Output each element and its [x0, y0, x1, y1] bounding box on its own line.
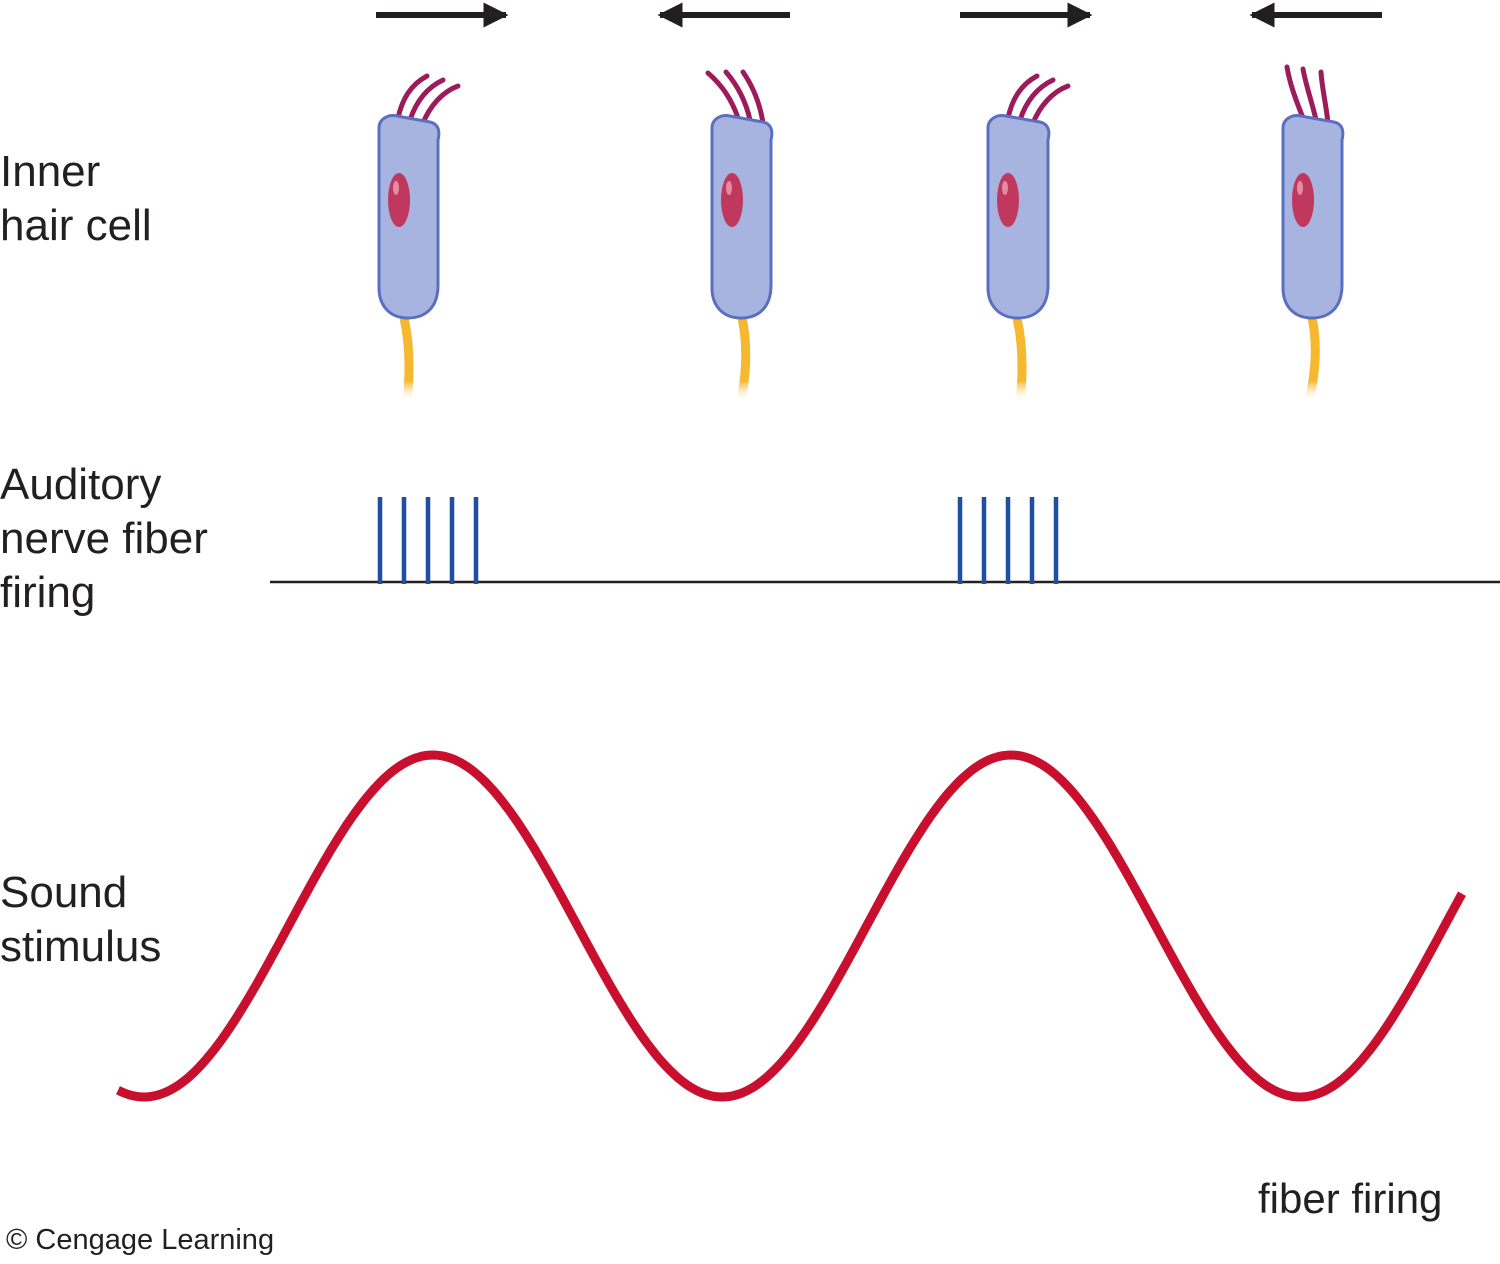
copyright-credit: © Cengage Learning: [6, 1224, 275, 1256]
hair-cell-4: [1281, 64, 1345, 403]
nerve-fiber: [399, 317, 414, 403]
nerve-fiber: [1012, 317, 1027, 403]
sound-wave: [116, 750, 1466, 1102]
cell-body: [986, 114, 1051, 320]
label-line: hair cell: [0, 201, 152, 250]
label-line: stimulus: [0, 922, 162, 971]
fiber-firing-caption: fiber firing: [1258, 1175, 1443, 1222]
inner-hair-cell-label: Inner hair cell: [0, 145, 152, 253]
hair-cell-2: [705, 69, 774, 403]
nucleus-highlight: [393, 181, 399, 195]
nucleus-highlight: [1002, 181, 1008, 195]
hair-cell-3: [986, 73, 1071, 403]
spike-burst-2: [957, 497, 1059, 584]
cell-body: [377, 114, 441, 320]
label-line: Auditory: [0, 460, 162, 509]
stereocilia-icon: [395, 73, 461, 126]
spike-burst-1: [377, 497, 479, 584]
nucleus-icon: [1292, 173, 1314, 227]
nucleus-highlight: [726, 181, 732, 195]
nucleus-highlight: [1297, 181, 1303, 195]
nucleus-icon: [997, 173, 1019, 227]
cell-body: [710, 114, 774, 320]
label-line: Sound: [0, 868, 128, 917]
nucleus-icon: [388, 173, 410, 227]
cell-body: [1281, 114, 1345, 320]
label-line: Inner: [0, 147, 101, 196]
nucleus-icon: [721, 173, 743, 227]
auditory-nerve-label: Auditory nerve fiber firing: [0, 458, 208, 620]
stereocilia-icon: [1005, 73, 1071, 126]
hair-cell-1: [377, 73, 461, 403]
sound-stimulus-label: Sound stimulus: [0, 866, 161, 974]
stereocilia-icon: [705, 69, 766, 126]
nerve-fiber: [1304, 317, 1320, 403]
nerve-fiber: [736, 317, 751, 403]
label-line: firing: [0, 568, 96, 617]
label-line: nerve fiber: [0, 514, 208, 563]
stereocilia-icon: [1284, 64, 1331, 126]
